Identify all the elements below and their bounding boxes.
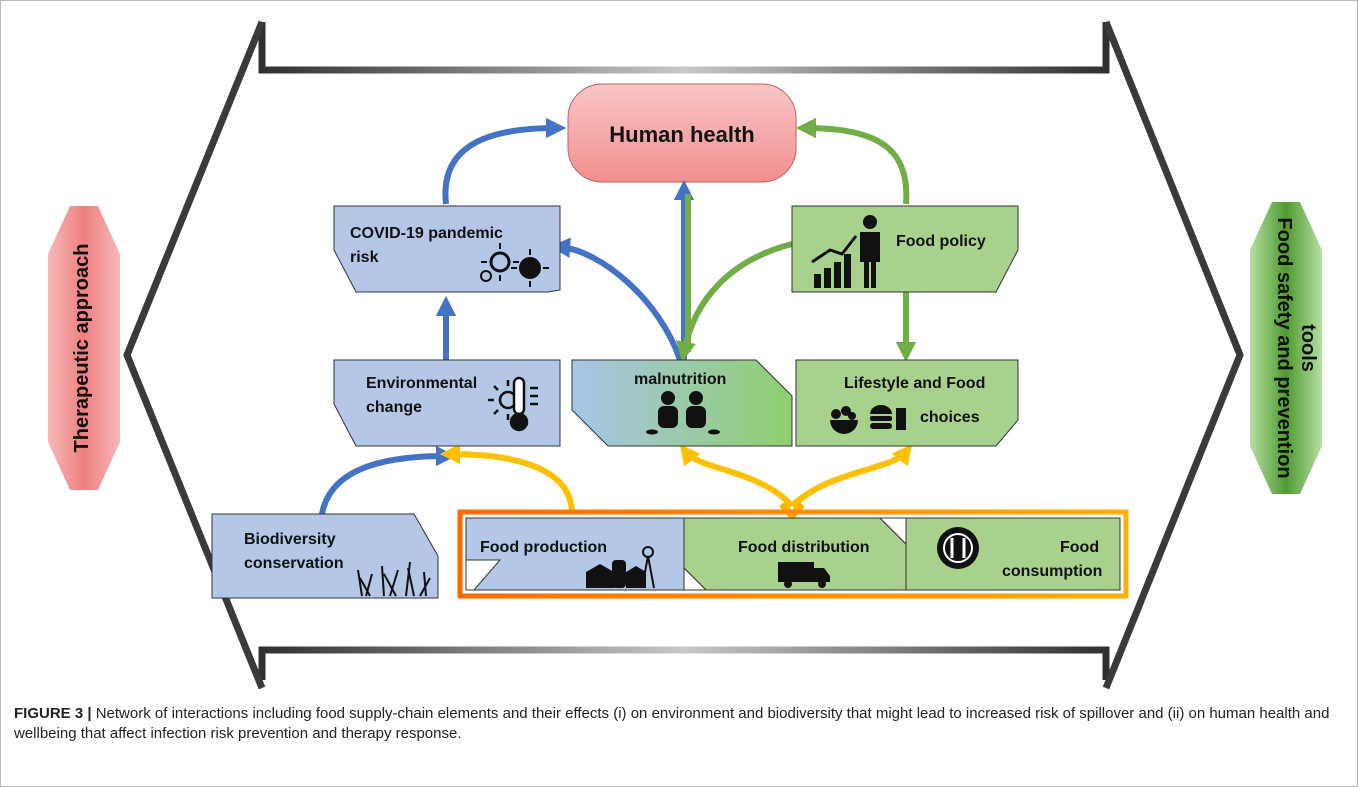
malnutrition-label: malnutrition — [634, 371, 726, 388]
human-health-label: Human health — [609, 122, 754, 147]
growth-chart-person-icon — [811, 215, 880, 288]
arrow-policy-to-malnutrition — [675, 241, 793, 363]
environment-label-line2: change — [366, 399, 422, 416]
food-distribution-label: Food distribution — [738, 539, 870, 556]
therapeutic-approach-label: Therapeutic approach — [71, 244, 93, 453]
orange-arrows — [439, 443, 913, 522]
biodiversity-node: Biodiversity conservation — [211, 513, 439, 599]
food-policy-label: Food policy — [896, 233, 986, 250]
thermometer-sun-icon — [488, 376, 538, 432]
food-safety-badge: Food safety and prevention tools — [1250, 202, 1322, 494]
therapeutic-approach-badge: Therapeutic approach — [48, 206, 120, 490]
environment-label-line1: Environmental — [366, 375, 477, 392]
plate-cutlery-icon — [937, 527, 979, 569]
farm-icon — [586, 546, 655, 589]
food-icon — [830, 405, 906, 434]
food-consumption-line2: consumption — [1002, 563, 1102, 580]
arrow-chain-to-malnutrition — [679, 443, 795, 509]
malnutrition-node: malnutrition — [571, 359, 793, 447]
biodiversity-label-line2: conservation — [244, 555, 344, 572]
arrow-malnutrition-to-covid — [549, 237, 683, 361]
hungry-children-icon — [646, 391, 720, 435]
arrow-policy-to-health — [795, 117, 910, 205]
blue-arrows — [319, 117, 695, 515]
food-safety-label-line1: Food safety and prevention — [1273, 217, 1295, 478]
caption-label: FIGURE 3 | — [14, 705, 92, 722]
caption-text: Network of interactions including food s… — [14, 705, 1330, 742]
green-arrows — [675, 117, 917, 363]
biodiversity-label-line1: Biodiversity — [244, 531, 336, 548]
lifestyle-label-line1: Lifestyle and Food — [844, 375, 985, 392]
truck-icon — [778, 562, 830, 588]
food-production-label: Food production — [480, 539, 607, 556]
covid-label-line1: COVID-19 pandemic — [350, 225, 503, 242]
arrow-covid-to-health — [442, 117, 567, 205]
arrow-chain-to-lifestyle — [789, 443, 913, 509]
food-chain-box: Food production Food distribution Food c… — [457, 509, 1129, 599]
environmental-change-node: Environmental change — [333, 359, 561, 447]
network-diagram: Therapeutic approach Food safety and pre… — [48, 20, 1322, 690]
arrow-biodiversity-to-environment — [319, 445, 457, 515]
human-health-node: Human health — [567, 83, 797, 183]
arrow-production-to-environment — [439, 443, 575, 515]
food-safety-label-line2: tools — [1297, 324, 1319, 372]
covid-label-line2: risk — [350, 249, 379, 266]
lifestyle-label-line2: choices — [920, 409, 980, 426]
plants-icon — [357, 561, 431, 597]
lifestyle-node: Lifestyle and Food choices — [795, 359, 1019, 447]
food-policy-node: Food policy — [791, 205, 1019, 293]
figure-caption: FIGURE 3 | Network of interactions inclu… — [14, 704, 1334, 744]
food-consumption-line1: Food — [1060, 539, 1099, 556]
virus-icon — [480, 243, 549, 287]
covid-risk-node: COVID-19 pandemic risk — [333, 205, 561, 293]
